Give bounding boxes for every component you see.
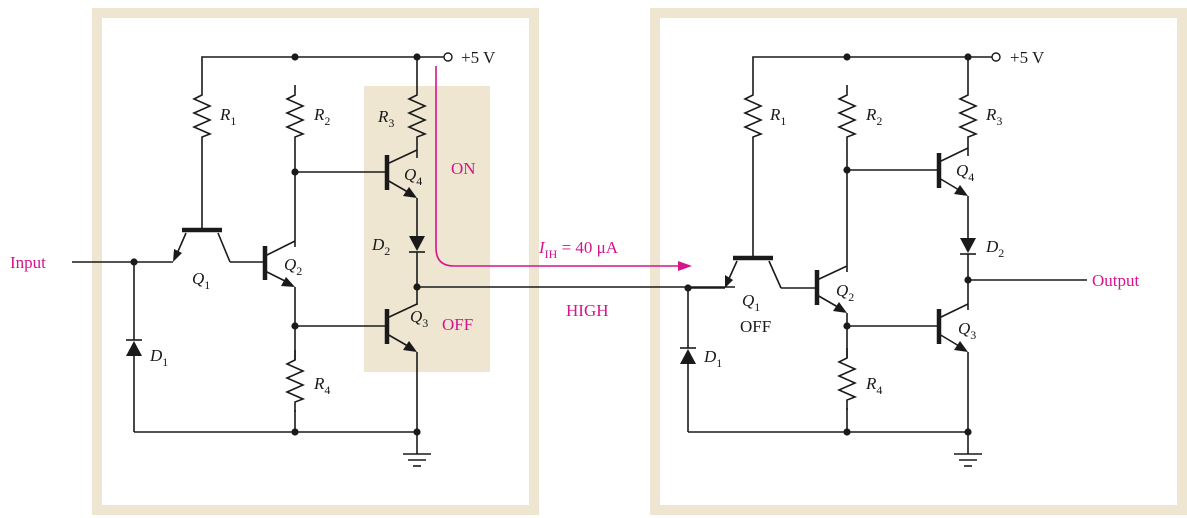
vcc-terminal-2: [991, 52, 1001, 62]
vcc-terminal: [443, 52, 453, 62]
label-d1: D1: [149, 346, 168, 369]
label-d2: D2: [371, 235, 390, 258]
label-q1: Q1: [192, 269, 210, 292]
current-label: IIH = 40 μA: [538, 238, 619, 261]
label-d1-load: D1: [703, 347, 722, 370]
label-q2-load: Q2: [836, 281, 854, 304]
supply-label: +5 V: [461, 48, 496, 67]
label-q1-load: Q1: [742, 291, 760, 314]
label-q3-load: Q3: [958, 319, 976, 342]
off-annotation: OFF: [442, 315, 473, 334]
output-label: Output: [1092, 271, 1140, 290]
label-r3-load: R3: [985, 105, 1002, 128]
high-annotation: HIGH: [566, 301, 609, 320]
label-r2: R2: [313, 105, 330, 128]
label-r1: R1: [219, 105, 236, 128]
label-q4-load: Q4: [956, 161, 974, 184]
q1-off-annotation: OFF: [740, 317, 771, 336]
label-q3: Q3: [410, 307, 428, 330]
label-r2-load: R2: [865, 105, 882, 128]
label-r4-load: R4: [865, 374, 882, 397]
label-r3: R3: [377, 107, 394, 130]
label-r4: R4: [313, 374, 330, 397]
current-path-arrow: [435, 66, 680, 267]
on-annotation: ON: [451, 159, 476, 178]
input-label: Input: [10, 253, 46, 272]
label-d2-load: D2: [985, 237, 1004, 260]
label-r1-load: R1: [769, 105, 786, 128]
load-gate-circuit: [680, 52, 1087, 467]
label-q4: Q4: [404, 165, 422, 188]
supply-label-2: +5 V: [1010, 48, 1045, 67]
label-q2: Q2: [284, 255, 302, 278]
load-gate-panel: [650, 8, 1187, 515]
